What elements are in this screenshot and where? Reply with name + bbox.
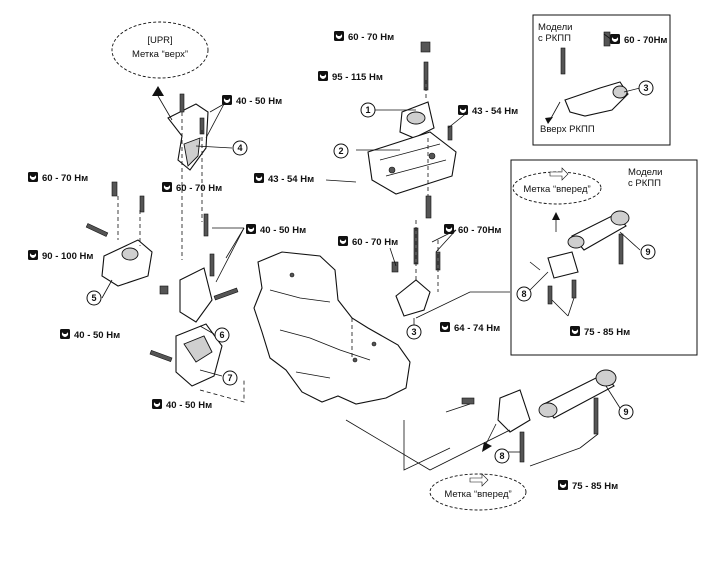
inset-top-line1: Модели bbox=[538, 22, 572, 33]
svg-text:60 - 70 Нм: 60 - 70 Нм bbox=[348, 32, 394, 43]
svg-text:60 - 70 Нм: 60 - 70 Нм bbox=[352, 237, 398, 248]
torque-label-11: 60 - 70Нм bbox=[444, 224, 501, 236]
callout-front-top: Метка “вперед” bbox=[512, 167, 602, 205]
part-number-7: 7 bbox=[222, 370, 238, 386]
svg-text:8: 8 bbox=[521, 289, 526, 299]
callout-front-bottom-text: Метка “вперед” bbox=[444, 489, 511, 500]
svg-text:5: 5 bbox=[91, 293, 96, 303]
torque-label-17: 60 - 70Нм bbox=[610, 34, 667, 46]
svg-text:6: 6 bbox=[219, 330, 224, 340]
torque-label-4: 40 - 50 Нм bbox=[222, 95, 282, 107]
leader-lines bbox=[101, 33, 641, 471]
svg-text:3: 3 bbox=[411, 327, 416, 337]
callout-upr: [UPR] Метка “верх” bbox=[111, 21, 209, 79]
inset-top-line2: с РКПП bbox=[538, 33, 571, 44]
inset-middle-manual bbox=[510, 159, 698, 356]
mount-part-2 bbox=[367, 125, 457, 219]
inset-mid-line1: Модели bbox=[628, 167, 662, 178]
svg-text:60 - 70 Нм: 60 - 70 Нм bbox=[42, 173, 88, 184]
part-number-4: 4 bbox=[232, 140, 248, 156]
callout-front-top-text: Метка “вперед” bbox=[523, 184, 590, 195]
part-number-9-inset: 9 bbox=[640, 244, 656, 260]
mount-part-1 bbox=[399, 41, 435, 139]
svg-text:75 - 85 Нм: 75 - 85 Нм bbox=[572, 481, 618, 492]
part-number-1: 1 bbox=[360, 102, 376, 118]
torque-label-16: 75 - 85 Нм bbox=[558, 480, 618, 492]
torque-label-15: 75 - 85 Нм bbox=[570, 326, 630, 338]
torque-label-2: 95 - 115 Нм bbox=[318, 71, 383, 83]
svg-text:1: 1 bbox=[365, 105, 370, 115]
svg-text:95 - 115 Нм: 95 - 115 Нм bbox=[332, 72, 383, 83]
svg-text:43 - 54 Нм: 43 - 54 Нм bbox=[268, 174, 314, 185]
callout-upr-line2: Метка “верх” bbox=[132, 49, 188, 60]
mount-part-5 bbox=[85, 181, 153, 287]
torque-label-9: 40 - 50 Нм bbox=[246, 224, 306, 236]
part-number-9: 9 bbox=[618, 404, 634, 420]
engine-block bbox=[253, 251, 411, 405]
torque-label-6: 60 - 70 Нм bbox=[162, 182, 222, 194]
svg-text:40 - 50 Нм: 40 - 50 Нм bbox=[166, 400, 212, 411]
inset-top-manual bbox=[532, 14, 671, 146]
torque-label-3: 43 - 54 Нм bbox=[458, 105, 518, 117]
part-number-8: 8 bbox=[494, 448, 510, 464]
torque-label-13: 64 - 74 Нм bbox=[440, 322, 500, 334]
svg-text:9: 9 bbox=[623, 407, 628, 417]
inset-top-bracket bbox=[545, 31, 629, 124]
torque-label-10: 60 - 70 Нм bbox=[338, 236, 398, 248]
svg-text:2: 2 bbox=[338, 146, 343, 156]
svg-text:64 - 74 Нм: 64 - 74 Нм bbox=[454, 323, 500, 334]
callout-front-bottom: Метка “вперед” bbox=[429, 473, 527, 511]
torque-label-5: 60 - 70 Нм bbox=[28, 172, 88, 184]
mount-part-6 bbox=[159, 213, 239, 323]
svg-text:3: 3 bbox=[643, 83, 648, 93]
svg-text:60 - 70 Нм: 60 - 70 Нм bbox=[176, 183, 222, 194]
svg-text:40 - 50 Нм: 40 - 50 Нм bbox=[74, 330, 120, 341]
part-number-3: 3 bbox=[406, 324, 422, 340]
inset-top-note: Вверх РКПП bbox=[540, 124, 595, 135]
svg-text:40 - 50 Нм: 40 - 50 Нм bbox=[236, 96, 282, 107]
svg-text:40 - 50 Нм: 40 - 50 Нм bbox=[260, 225, 306, 236]
inset-middle-rod bbox=[547, 210, 630, 305]
svg-text:8: 8 bbox=[499, 451, 504, 461]
svg-text:4: 4 bbox=[237, 143, 242, 153]
torque-label-14: 40 - 50 Нм bbox=[152, 399, 212, 411]
svg-text:60 - 70Нм: 60 - 70Нм bbox=[624, 35, 667, 46]
torque-label-1: 60 - 70 Нм bbox=[334, 31, 394, 43]
torque-label-12: 40 - 50 Нм bbox=[60, 329, 120, 341]
mount-part-4 bbox=[167, 93, 209, 171]
rod-lower bbox=[461, 369, 617, 463]
svg-text:43 - 54 Нм: 43 - 54 Нм bbox=[472, 106, 518, 117]
part-number-3-inset: 3 bbox=[638, 80, 654, 96]
part-number-2: 2 bbox=[333, 143, 349, 159]
svg-text:90 - 100 Нм: 90 - 100 Нм bbox=[42, 251, 93, 262]
torque-label-8: 90 - 100 Нм bbox=[28, 250, 93, 262]
part-number-5: 5 bbox=[86, 290, 102, 306]
svg-text:7: 7 bbox=[227, 373, 232, 383]
callout-upr-line1: [UPR] bbox=[147, 35, 172, 46]
inset-mid-line2: с РКПП bbox=[628, 178, 661, 189]
part-number-8-inset: 8 bbox=[516, 286, 532, 302]
mount-part-7 bbox=[149, 323, 223, 387]
svg-text:60 - 70Нм: 60 - 70Нм bbox=[458, 225, 501, 236]
svg-text:75 - 85 Нм: 75 - 85 Нм bbox=[584, 327, 630, 338]
torque-label-7: 43 - 54 Нм bbox=[254, 173, 314, 185]
part-number-6: 6 bbox=[214, 327, 230, 343]
svg-text:9: 9 bbox=[645, 247, 650, 257]
